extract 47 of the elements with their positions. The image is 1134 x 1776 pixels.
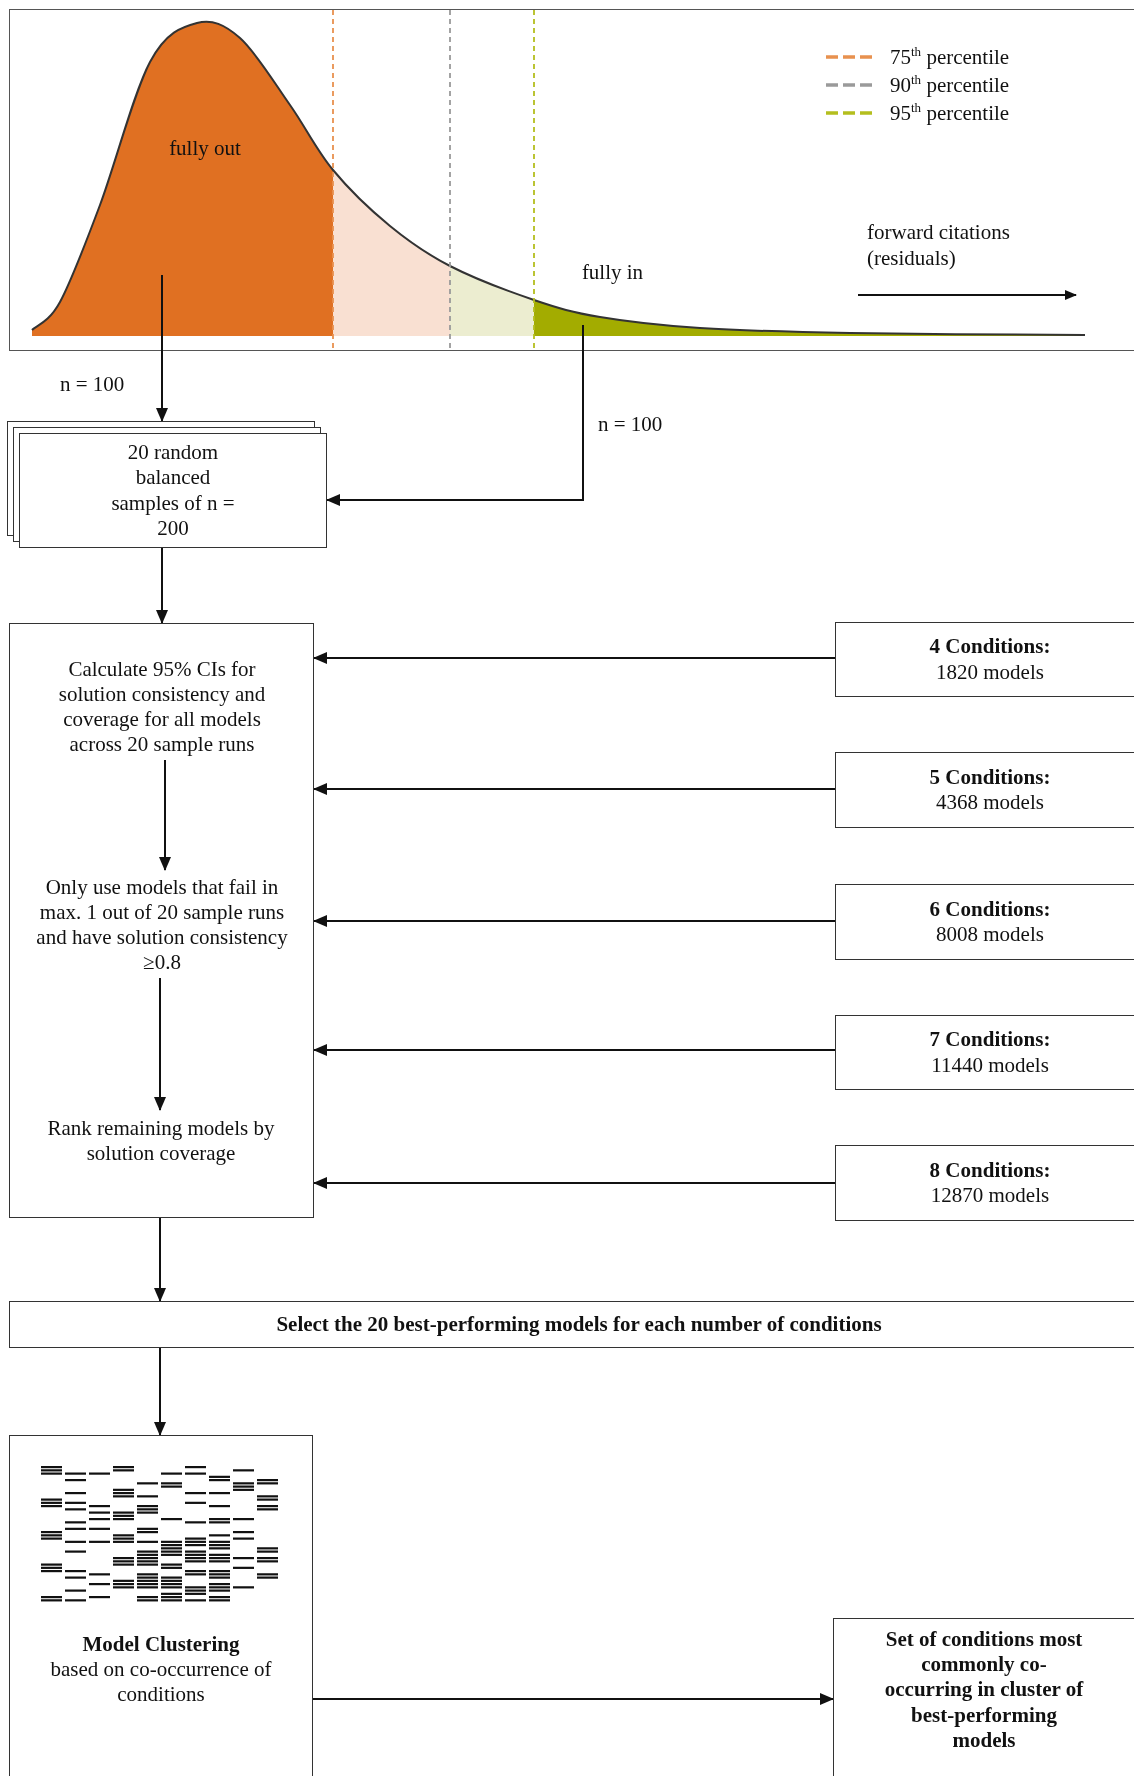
arrow [326, 324, 584, 506]
process-box [835, 1015, 1134, 1090]
process-box [9, 1435, 313, 1776]
arrow [156, 274, 168, 422]
arrow [312, 1693, 834, 1705]
arrow [313, 1177, 836, 1189]
heading-text: 6 Conditions: [929, 896, 1051, 922]
legend-text: 75$^{th}$ percentile [890, 45, 1010, 68]
stacked-sample-box [7, 421, 327, 548]
arrow [154, 977, 166, 1111]
legend-text: 90$^{th}$ percentile [890, 73, 1010, 96]
heading-text: Set of conditions most commonly co-occurring in cluster of best-performing models [884, 1627, 1084, 1753]
box-text: 20 random balanced samples of n = 200 [110, 440, 236, 541]
arrow [154, 1217, 166, 1302]
process-box [835, 752, 1134, 828]
heading-text: 7 Conditions: [929, 1027, 1051, 1053]
process-box [9, 1301, 1134, 1348]
arrow [313, 652, 836, 664]
process-box [835, 1145, 1134, 1221]
axis-note: forward citations (residuals) [867, 219, 1011, 272]
process-box [835, 622, 1134, 697]
arrow [313, 915, 836, 927]
box-text: 8008 models [936, 922, 1044, 948]
legend-text: 95$^{th}$ percentile [890, 101, 1010, 124]
process-box [9, 623, 314, 1218]
region-label: fully in [581, 260, 644, 286]
heading-text: Select the 20 best-performing models for each number of conditions [276, 1311, 882, 1338]
box-text: 11440 models [931, 1052, 1049, 1078]
heading-text: 8 Conditions: [929, 1157, 1051, 1183]
arrow [154, 1347, 166, 1436]
heading-text: 4 Conditions: [929, 634, 1051, 660]
box-text: 1820 models [936, 659, 1044, 685]
box-text: based on co-occurrence of conditions [49, 1657, 273, 1708]
arrow [313, 1044, 836, 1056]
step-text: Calculate 95% CIs for solution consistency and coverage for all models across 20 sample runs [57, 656, 267, 758]
step-text: Only use models that fail in max. 1 out of 20 sample runs and have solution consistency ≥0.8 [35, 874, 289, 976]
heading-text: Model Clustering [82, 1632, 240, 1658]
arrow [313, 783, 836, 795]
arrow [159, 759, 171, 871]
process-box [833, 1618, 1134, 1776]
step-text: Rank remaining models by solution coverage [46, 1115, 276, 1167]
heading-text: 5 Conditions: [929, 764, 1051, 790]
arrow [156, 547, 168, 624]
box-text: 4368 models [936, 790, 1044, 816]
process-box [835, 884, 1134, 960]
region-label: fully out [169, 136, 241, 162]
box-text: 12870 models [930, 1183, 1050, 1209]
